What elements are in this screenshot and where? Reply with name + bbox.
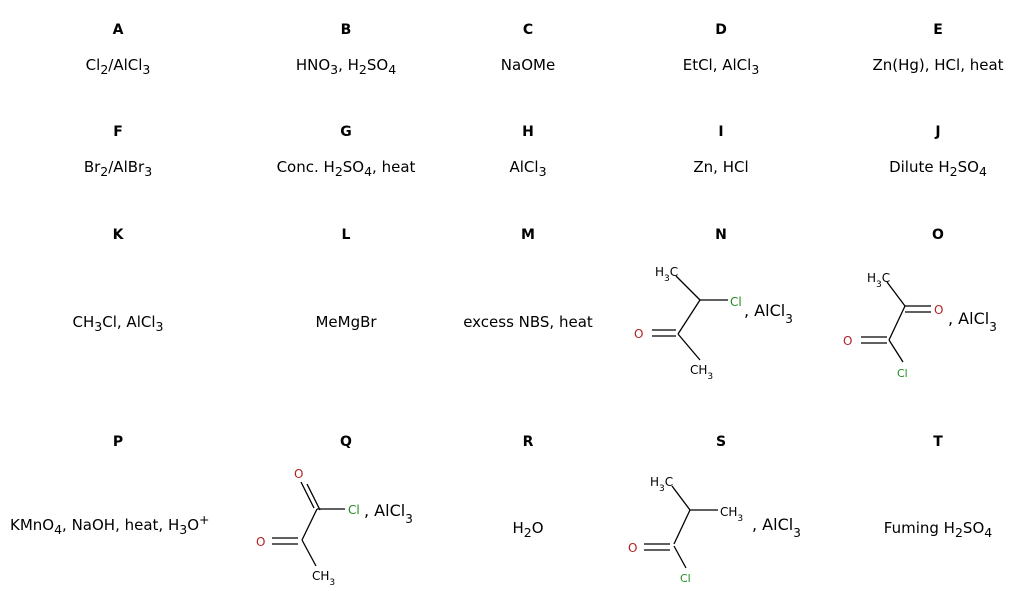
- label-J: J: [935, 124, 941, 140]
- reagent-E: Zn(Hg), HCl, heat: [872, 56, 1004, 74]
- reagent-T: Fuming H2SO4: [883, 519, 993, 540]
- label-E: E: [933, 22, 943, 38]
- reagent-cell-G: G Conc. H2SO4, heat: [246, 124, 446, 179]
- structure-O-h3c: H3C: [867, 271, 890, 290]
- reagent-cell-S: S: [621, 434, 821, 450]
- structure-Q-oxygen-1: O: [294, 467, 303, 481]
- reagent-cell-A: A Cl2/AlCl3: [18, 22, 218, 77]
- reagent-C: NaOMe: [500, 56, 556, 74]
- structure-S-oxygen: O: [628, 541, 637, 555]
- structure-S-ch3: CH3: [720, 505, 743, 524]
- reagent-D: EtCl, AlCl3: [682, 56, 760, 77]
- reagent-cell-M: M excess NBS, heat: [428, 227, 628, 331]
- structure-N-cl: Cl: [730, 295, 742, 309]
- reagent-cell-R: R H2O: [428, 434, 628, 540]
- reagent-cell-H: H AlCl3: [428, 124, 628, 179]
- reagent-L: MeMgBr: [315, 313, 377, 331]
- structure-N-ch3: CH3: [690, 363, 713, 382]
- label-T: T: [933, 434, 943, 450]
- label-R: R: [522, 434, 534, 450]
- structure-S-cl: Cl: [680, 572, 691, 585]
- reagent-cell-E: E Zn(Hg), HCl, heat: [838, 22, 1024, 74]
- reagent-cell-B: B HNO3, H2SO4: [246, 22, 446, 77]
- label-F: F: [113, 124, 123, 140]
- label-Q: Q: [340, 434, 352, 450]
- label-O: O: [932, 227, 944, 243]
- label-H: H: [522, 124, 534, 140]
- structure-N-oxygen: O: [634, 327, 643, 341]
- reagent-G: Conc. H2SO4, heat: [276, 158, 416, 179]
- label-D: D: [715, 22, 727, 38]
- label-M: M: [521, 227, 535, 243]
- label-S: S: [715, 434, 727, 450]
- structure-N-reagent: , AlCl3: [744, 301, 793, 326]
- structure-S-bonds: [644, 485, 718, 569]
- reagent-cell-O: O: [838, 227, 1024, 243]
- label-K: K: [112, 227, 124, 243]
- label-I: I: [718, 124, 724, 140]
- structure-S-h3c: H3C: [650, 475, 673, 494]
- reagent-H: AlCl3: [509, 158, 547, 179]
- structure-N-bonds: [652, 275, 728, 361]
- reagent-cell-F: F Br2/AlBr3: [18, 124, 218, 179]
- structure-Q-ch3: CH3: [312, 569, 335, 587]
- structure-O-reagent: , AlCl3: [948, 309, 997, 334]
- reagent-cell-L: L MeMgBr: [246, 227, 446, 331]
- structure-Q-reagent: , AlCl3: [364, 501, 413, 526]
- reagent-M: excess NBS, heat: [463, 313, 593, 331]
- reagent-cell-I: I Zn, HCl: [621, 124, 821, 176]
- structure-Q-oxygen-2: O: [256, 535, 265, 549]
- structure-N: H3C Cl O CH3 , AlCl3: [634, 265, 793, 382]
- label-L: L: [341, 227, 351, 243]
- structure-O-oxygen-2: O: [843, 334, 852, 348]
- label-G: G: [340, 124, 352, 140]
- structure-Q-bonds: [272, 481, 345, 567]
- structure-Q-cl: Cl: [348, 503, 360, 517]
- label-P: P: [112, 434, 124, 450]
- label-A: A: [112, 22, 124, 38]
- structure-O-oxygen-1: O: [934, 303, 943, 317]
- reagent-I: Zn, HCl: [693, 158, 749, 176]
- reagent-cell-C: C NaOMe: [428, 22, 628, 74]
- label-N: N: [715, 227, 727, 243]
- structure-O-cl: Cl: [897, 367, 908, 380]
- structure-N-h3c: H3C: [655, 265, 678, 284]
- reagent-cell-K: K CH3Cl, AlCl3: [18, 227, 218, 334]
- reagent-R: H2O: [512, 519, 544, 540]
- structure-O: H3C O O Cl , AlCl3: [843, 271, 997, 380]
- reagent-cell-J: J Dilute H2SO4: [838, 124, 1024, 179]
- reagent-P: KMnO4, NaOH, heat, H3O+: [10, 512, 210, 537]
- reagent-B: HNO3, H2SO4: [295, 56, 397, 77]
- reagent-A: Cl2/AlCl3: [85, 56, 151, 77]
- reagent-cell-Q: Q: [246, 434, 446, 450]
- reagent-cell-D: D EtCl, AlCl3: [621, 22, 821, 77]
- label-B: B: [340, 22, 352, 38]
- reagent-cell-P: P: [18, 434, 218, 450]
- structure-S-reagent: , AlCl3: [752, 515, 801, 540]
- reagent-cell-N: N: [621, 227, 821, 243]
- reagent-F: Br2/AlBr3: [83, 158, 153, 179]
- reagent-cell-T: T Fuming H2SO4: [838, 434, 1024, 540]
- reagent-J: Dilute H2SO4: [889, 158, 987, 179]
- reagent-K: CH3Cl, AlCl3: [72, 313, 164, 334]
- structure-S: H3C CH3 O Cl , AlCl3: [628, 475, 801, 585]
- structure-O-bonds: [861, 281, 931, 363]
- structure-Q: O O Cl CH3 , AlCl3: [256, 467, 413, 587]
- label-C: C: [522, 22, 534, 38]
